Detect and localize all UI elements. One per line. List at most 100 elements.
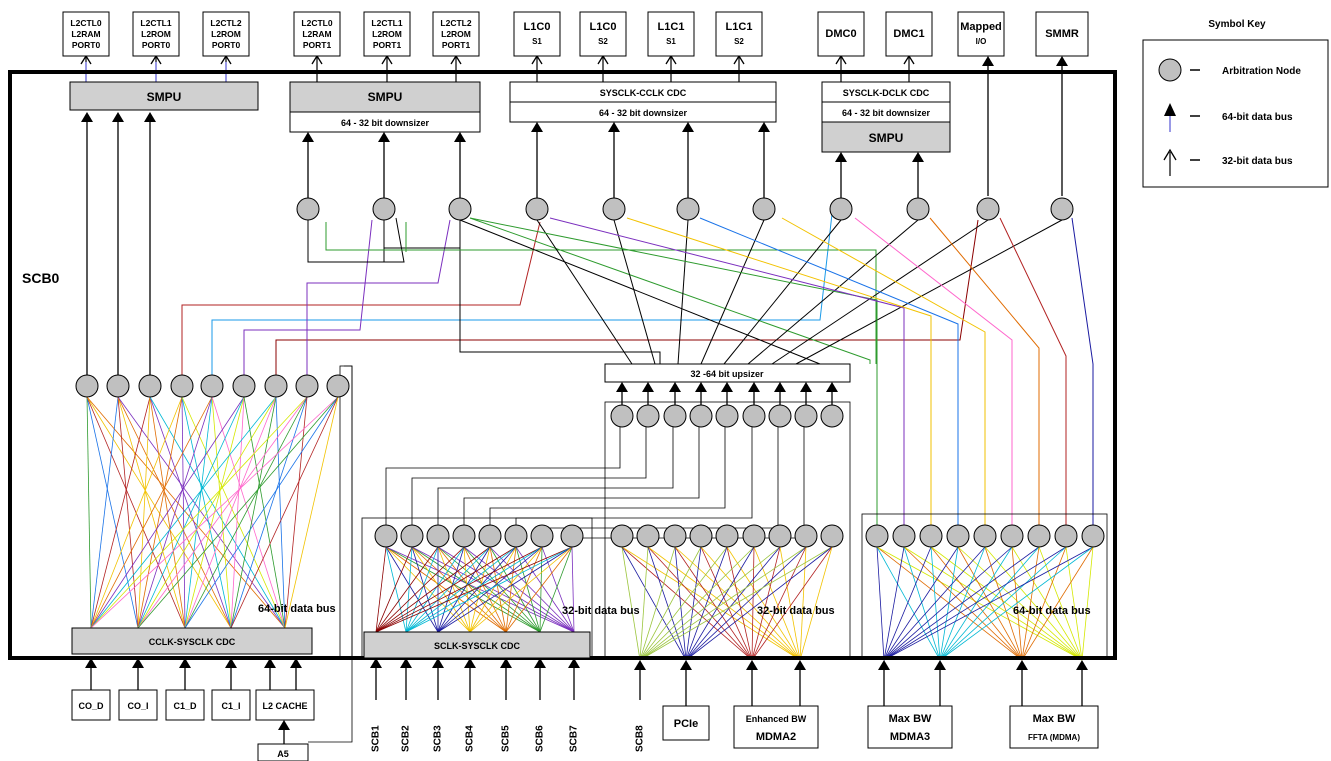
right-fan-6-3: [1038, 546, 1083, 661]
top-node-up-arrow-0-head: [302, 132, 314, 142]
left-fan-7-3: [230, 396, 308, 629]
left-fan-5-1: [137, 396, 245, 629]
left-fan-0-0: [86, 396, 92, 629]
core-up-arrow-2-head: [179, 658, 191, 668]
right-fan-1-1: [903, 546, 941, 661]
right-fan-8-1: [939, 546, 1094, 661]
arbiter-node-6: [768, 404, 792, 428]
left-node-up-arrow-2-head: [144, 112, 156, 122]
pcie-arbitration-node-0: [610, 524, 634, 548]
scb0-label: SCB0: [22, 270, 60, 286]
arbiter-up-arrow-3-head: [695, 382, 707, 392]
core-up-arrow-1-head: [132, 658, 144, 668]
scb-fan-4-5: [489, 546, 541, 633]
right-arbitration-node-0: [865, 524, 889, 548]
scb-step-route-6: [541, 427, 779, 529]
pcie-arbitration-node-5: [742, 524, 766, 548]
scb-up-arrow-5-head: [534, 658, 546, 668]
right-arbitration-node-7: [1054, 524, 1078, 548]
port-box-l2ctl0-p1: [293, 11, 341, 57]
pcie-fan-8-3: [799, 546, 833, 661]
a5-box: [257, 743, 309, 761]
scb-arbitration-node-5: [504, 524, 528, 548]
left-fan-1-4: [117, 396, 286, 629]
top-arbitration-node-5: [676, 197, 700, 221]
right-fan-6-0: [883, 546, 1040, 661]
right-fan-0-2: [876, 546, 1023, 661]
pcie-arbitration-node-1: [636, 524, 660, 548]
scb-up-arrow-3-head: [464, 658, 476, 668]
scb-fan-3-0: [375, 546, 465, 633]
scb8-up-arrow-head: [634, 660, 646, 670]
scb-step-route-7: [571, 427, 805, 539]
l2cache-label: L2 CACHE: [262, 701, 307, 711]
top-node-up-arrow-3-head: [531, 122, 543, 132]
left-arbitration-node-5: [232, 374, 256, 398]
left-arbitration-node-6: [264, 374, 288, 398]
mdma3-line2: MDMA3: [890, 731, 930, 743]
pcie-fan-5-2: [751, 546, 755, 661]
pcie-fan-3-3: [700, 546, 801, 661]
left-fan-8-2: [184, 396, 339, 629]
port-label-l2ctl0-p0-2: PORT0: [72, 40, 101, 50]
internal-blocks: SMPU SMPU 64 - 32 bit downsizer SYSCLK-C…: [69, 81, 1108, 659]
right-fan-7-3: [1065, 546, 1083, 661]
key-32bit-arrow-icon: [1163, 148, 1177, 161]
arbiter-up-arrow-0-head: [616, 382, 628, 392]
right-fan-5-0: [883, 546, 1013, 661]
arbiter-node-7: [794, 404, 818, 428]
scb-fan-6-6: [541, 546, 575, 633]
left-node-up-arrow-1-head: [112, 112, 124, 122]
core-up-arrow-0-head: [85, 658, 97, 668]
scb-fan-1-5: [411, 546, 541, 633]
pcie-fan-8-0: [639, 546, 833, 661]
port-label-l2ctl0-p0-1: L2RAM: [71, 29, 100, 39]
bus-label-64-left: 64-bit data bus: [258, 603, 336, 615]
upsizer-label: 32 -64 bit upsizer: [690, 369, 764, 379]
top-node-up-arrow-2-head: [454, 132, 466, 142]
port-label-l2ctl1-p0-2: PORT0: [142, 40, 171, 50]
left-fan-0-4: [86, 396, 286, 629]
green-route-0: [325, 222, 877, 364]
scb-label-4: SCB5: [501, 725, 512, 752]
scb-fan-6-5: [539, 546, 543, 633]
port-label-l2ctl2-p0-2: PORT0: [212, 40, 241, 50]
scb-step-route-4: [489, 427, 726, 525]
right-fan-2-0: [883, 546, 932, 661]
pcie-fan-5-0: [639, 546, 755, 661]
port-box-smmr: [1035, 11, 1089, 57]
arbiter-node-5: [742, 404, 766, 428]
scb-fan-6-3: [469, 546, 543, 633]
mapped-io-arrow-head: [982, 56, 994, 66]
right-fan-5-3: [1011, 546, 1083, 661]
left-fan-7-2: [184, 396, 308, 629]
ffta-up-arrow-1-head: [1076, 660, 1088, 670]
scb-up-arrow-1-head: [400, 658, 412, 668]
left-fan-3-0: [90, 396, 183, 629]
left-fan-3-4: [181, 396, 286, 629]
pcie-fan-7-1: [685, 546, 807, 661]
scb-fan-2-3: [437, 546, 471, 633]
right-fan-4-0: [883, 546, 986, 661]
arbitration-nodes: [75, 197, 1105, 548]
port-box-l1c1-s1: [647, 11, 695, 57]
downsizer-block-2: [509, 101, 777, 123]
port-box-l2ctl0-p0: [62, 11, 110, 57]
pcie-fan-4-1: [685, 546, 728, 661]
top-node-up-arrow-8-head: [912, 152, 924, 162]
scb-fan-5-6: [515, 546, 575, 633]
right-long-route-1: [549, 217, 905, 525]
pcie-arbitration-node-2: [663, 524, 687, 548]
port-label-l2ctl1-p1-2: PORT1: [373, 40, 402, 50]
top-arbitration-node-10: [1050, 197, 1074, 221]
scb-fan-7-0: [375, 546, 573, 633]
left-fan-0-3: [86, 396, 232, 629]
right-long-route-8: [1071, 217, 1094, 525]
mdma2-box: [733, 705, 819, 749]
ffta-line2: FFTA (MDMA): [1028, 733, 1080, 742]
pcie-arbitration-node-3: [689, 524, 713, 548]
upsizer-to-top-8: [459, 219, 821, 365]
left-arbitration-node-1: [106, 374, 130, 398]
top-arbitration-node-8: [906, 197, 930, 221]
left-fan-2-1: [137, 396, 151, 629]
